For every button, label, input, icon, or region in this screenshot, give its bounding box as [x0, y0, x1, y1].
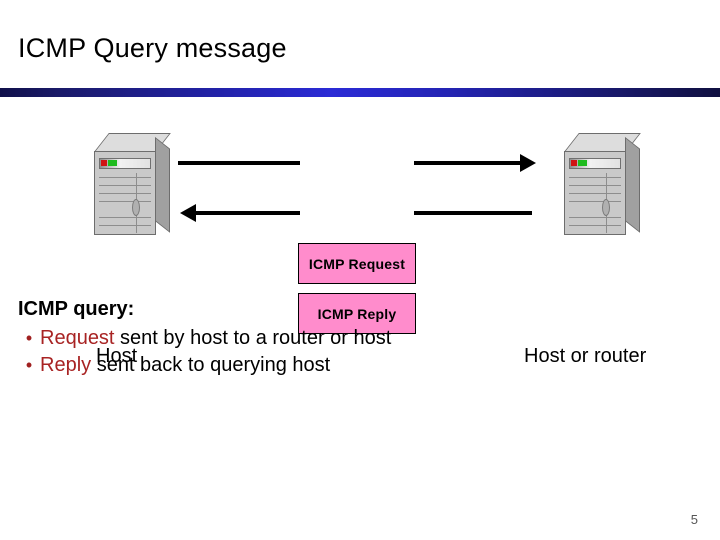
request-arrow-line-left [178, 161, 300, 165]
bullet-marker-icon: • [25, 355, 33, 375]
request-arrow-line-right [414, 161, 522, 165]
server-bay-line [99, 193, 151, 194]
endpoint-label-host-or-router: Host or router [524, 345, 647, 367]
server-door-handle-icon [132, 199, 140, 216]
list-item: • Reply sent back to querying host [18, 354, 578, 377]
message-box-icmp-request[interactable]: ICMP Request [298, 243, 416, 284]
server-display-panel [99, 158, 151, 169]
reply-arrow-head-left-icon [180, 204, 196, 222]
server-side-face [155, 137, 170, 233]
list-item-text: Request sent by host to a router or host [40, 327, 391, 350]
bullet-marker-icon: • [25, 328, 33, 348]
body-content: ICMP query: • Request sent by host to a … [18, 298, 578, 381]
server-bay-line [99, 217, 151, 218]
list-item: • Request sent by host to a router or ho… [18, 327, 578, 350]
server-led-red-icon [101, 160, 107, 166]
server-led-green-icon [108, 160, 117, 166]
server-bay-line [569, 201, 621, 202]
server-bay-line [99, 225, 151, 226]
page-title: ICMP Query message [18, 33, 287, 63]
server-bay-line [99, 177, 151, 178]
title-divider-rule [0, 88, 720, 97]
page-number: 5 [690, 512, 698, 527]
server-bay-line [569, 193, 621, 194]
endpoint-label-host: Host [96, 345, 138, 367]
server-bay-line [569, 185, 621, 186]
server-bay-line [569, 177, 621, 178]
list-item-keyword: Reply [40, 354, 92, 376]
server-led-red-icon [571, 160, 577, 166]
server-led-green-icon [578, 160, 587, 166]
icmp-query-diagram: ICMP Request ICMP Reply Host Host or rou… [0, 100, 720, 367]
list-item-rest: sent by host to a router or host [114, 327, 392, 349]
list-item-keyword: Request [40, 327, 115, 349]
list-item-text: Reply sent back to querying host [40, 354, 330, 377]
server-bay-line [569, 225, 621, 226]
list-item-rest: sent back to querying host [91, 354, 331, 376]
server-side-face [625, 137, 640, 233]
server-display-panel [569, 158, 621, 169]
server-bay-line [99, 201, 151, 202]
reply-arrow-line-left [196, 211, 300, 215]
server-tower-icon-host [88, 133, 172, 237]
server-bay-line [99, 185, 151, 186]
server-tower-icon-host-or-router [558, 133, 642, 237]
body-heading: ICMP query: [18, 298, 135, 320]
server-door-handle-icon [602, 199, 610, 216]
message-box-icmp-reply[interactable]: ICMP Reply [298, 293, 416, 334]
server-bay-line [569, 217, 621, 218]
request-arrow-head-right-icon [520, 154, 536, 172]
reply-arrow-line-right [414, 211, 532, 215]
